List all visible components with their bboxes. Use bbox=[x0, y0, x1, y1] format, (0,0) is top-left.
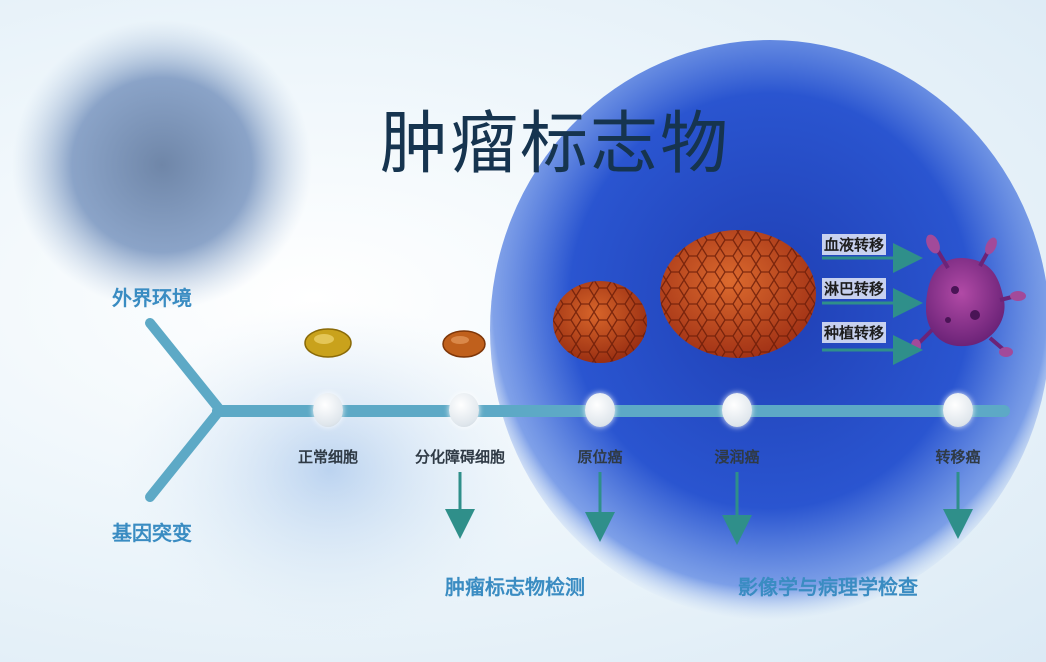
timeline-upper-branch bbox=[145, 318, 225, 415]
gene-mutation-label: 基因突变 bbox=[112, 521, 192, 545]
stage-node-dysplasia bbox=[449, 393, 479, 427]
timeline-lower-branch bbox=[145, 405, 225, 502]
blue-haze bbox=[120, 300, 540, 640]
stage-node-in-situ bbox=[585, 393, 615, 427]
route-label-blood: 血液转移 bbox=[822, 234, 887, 255]
route-label-implant: 种植转移 bbox=[822, 322, 887, 343]
stage-label-invasive: 浸润癌 bbox=[714, 448, 760, 466]
stage-node-metastatic bbox=[943, 393, 973, 427]
page-title: 肿瘤标志物 bbox=[380, 105, 731, 184]
stage-node-normal bbox=[313, 393, 343, 427]
stage-node-invasive bbox=[722, 393, 752, 427]
stage-label-normal: 正常细胞 bbox=[297, 448, 359, 466]
stage-label-dysplasia: 分化障碍细胞 bbox=[414, 448, 506, 466]
imaging-pathology-label: 影像学与病理学检查 bbox=[738, 575, 918, 599]
metastatic-cell-icon bbox=[911, 234, 1026, 357]
marker-detection-label: 肿瘤标志物检测 bbox=[445, 575, 585, 599]
stage-label-metastatic: 转移癌 bbox=[935, 448, 981, 466]
grey-cell-blob bbox=[12, 20, 312, 310]
dysplasia-cell-icon bbox=[442, 330, 486, 358]
environment-label: 外界环境 bbox=[112, 286, 192, 310]
route-label-lymph: 淋巴转移 bbox=[822, 278, 887, 299]
stage-label-in-situ: 原位癌 bbox=[577, 448, 623, 466]
